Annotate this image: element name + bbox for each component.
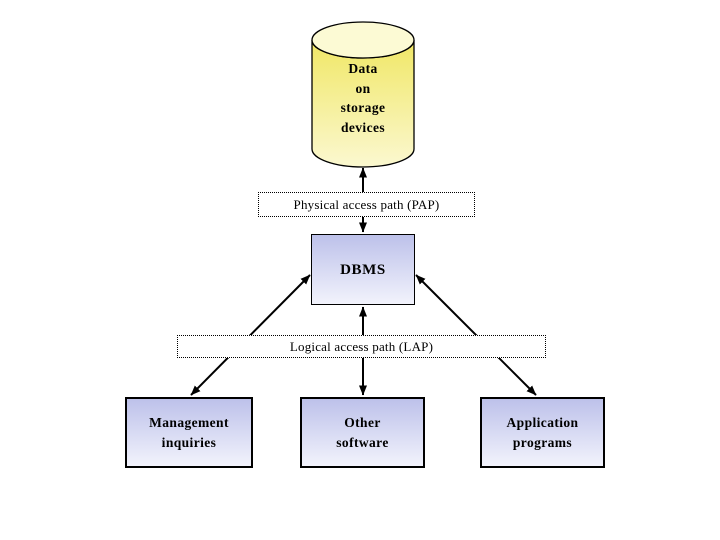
cylinder-top-face — [311, 21, 415, 59]
physical-access-path-label: Physical access path (PAP) — [258, 192, 475, 217]
storage-cylinder-label: Data on storage devices — [340, 61, 386, 135]
dbms-box: DBMS — [311, 234, 415, 305]
application-programs-box: Application programs — [480, 397, 605, 468]
other-software-box: Other software — [300, 397, 425, 468]
storage-cylinder-shape — [311, 21, 415, 168]
logical-access-path-label: Logical access path (LAP) — [177, 335, 546, 358]
management-inquiries-box: Management inquiries — [125, 397, 253, 468]
